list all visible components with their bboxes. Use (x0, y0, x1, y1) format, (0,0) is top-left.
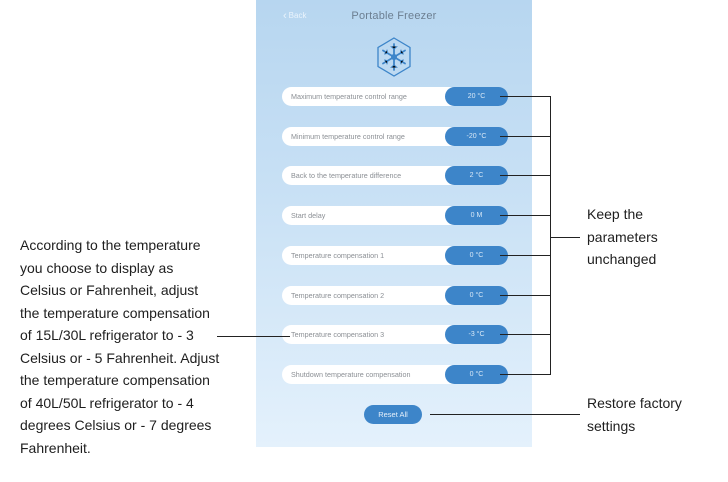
setting-row-max-temp: Maximum temperature control range 20 °C (282, 87, 508, 106)
restore-factory-note: Restore factory settings (587, 395, 682, 434)
setting-row-min-temp: Minimum temperature control range -20 °C (282, 127, 508, 146)
setting-row-temp-comp-1: Temperature compensation 1 0 °C (282, 246, 508, 265)
back-button[interactable]: ‹ Back (283, 9, 307, 22)
bracket-pointer-line (551, 237, 580, 239)
restore-connector-line (430, 414, 580, 416)
setting-label: Maximum temperature control range (291, 92, 407, 101)
setting-row-temp-comp-2: Temperature compensation 2 0 °C (282, 286, 508, 305)
back-label: Back (288, 11, 307, 20)
phone-screen: ‹ Back Portable Freezer Maximum temperat… (256, 0, 532, 447)
reset-all-button[interactable]: Reset All (364, 405, 422, 424)
setting-label: Shutdown temperature compensation (291, 370, 411, 379)
keep-parameters-note: Keep the parameters unchanged (587, 206, 658, 267)
setting-value-button[interactable]: 0 °C (445, 246, 508, 265)
setting-label: Temperature compensation 1 (291, 251, 385, 260)
connector-line (500, 255, 551, 257)
setting-value-button[interactable]: 0 M (445, 206, 508, 225)
connector-line (500, 295, 551, 297)
setting-value-button[interactable]: 0 °C (445, 286, 508, 305)
connector-line (500, 136, 551, 138)
setting-value-button[interactable]: 0 °C (445, 365, 508, 384)
bracket-line (550, 96, 552, 375)
setting-value-button[interactable]: 20 °C (445, 87, 508, 106)
connector-line (500, 334, 551, 336)
setting-label: Temperature compensation 3 (291, 330, 385, 339)
chevron-left-icon: ‹ (283, 9, 287, 22)
page-title: Portable Freezer (351, 10, 437, 22)
setting-row-temp-comp-3: Temperature compensation 3 -3 °C (282, 325, 508, 344)
connector-line (500, 215, 551, 217)
temperature-compensation-note: According to the temperature you choose … (20, 237, 220, 456)
connector-line (500, 96, 551, 98)
setting-row-shutdown-comp: Shutdown temperature compensation 0 °C (282, 365, 508, 384)
setting-row-start-delay: Start delay 0 M (282, 206, 508, 225)
setting-label: Temperature compensation 2 (291, 291, 385, 300)
connector-line (500, 175, 551, 177)
snowflake-hexagon-icon (377, 37, 411, 77)
setting-label: Minimum temperature control range (291, 132, 405, 141)
connector-line (500, 374, 551, 376)
setting-value-button[interactable]: -20 °C (445, 127, 508, 146)
setting-value-button[interactable]: -3 °C (445, 325, 508, 344)
setting-label: Start delay (291, 211, 326, 220)
setting-row-temp-difference: Back to the temperature difference 2 °C (282, 166, 508, 185)
setting-label: Back to the temperature difference (291, 171, 402, 180)
setting-value-button[interactable]: 2 °C (445, 166, 508, 185)
left-connector-line (217, 336, 290, 338)
